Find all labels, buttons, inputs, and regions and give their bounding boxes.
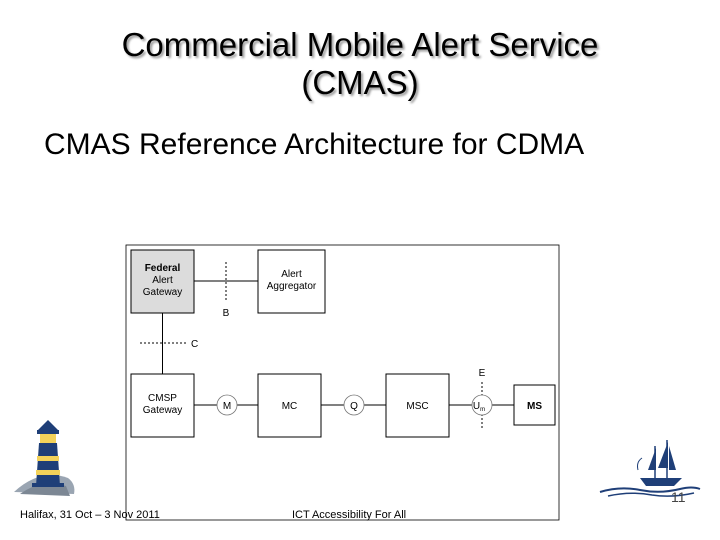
federal-alert-gateway-node: Federal Alert Gateway: [130, 249, 195, 314]
lighthouse-icon: [14, 420, 75, 496]
interface-um: Um: [471, 394, 493, 416]
interface-um-subscript: m: [480, 407, 485, 413]
slide-title: Commercial Mobile Alert Service (CMAS): [0, 26, 720, 102]
alert-aggregator-node: Alert Aggregator: [257, 249, 326, 314]
aggregator-label-2: Aggregator: [267, 281, 317, 292]
interface-b-label: B: [223, 308, 230, 319]
interface-m-label: M: [223, 401, 231, 412]
slide-subtitle: CMAS Reference Architecture for CDMA: [44, 128, 585, 161]
aggregator-label-1: Alert: [281, 269, 302, 280]
sailing-ship-icon: [599, 440, 701, 497]
msc-node: MSC: [385, 373, 450, 438]
cmsp-label-2: Gateway: [143, 405, 182, 416]
federal-gateway-label-1: Federal: [145, 263, 181, 274]
interface-um-label: U: [473, 401, 480, 412]
interface-c-label: C: [191, 339, 198, 350]
ms-label: MS: [527, 401, 542, 412]
federal-gateway-label-2: Alert: [152, 275, 173, 286]
diagram-frame: [125, 244, 560, 521]
svg-text:Um: Um: [473, 401, 485, 413]
page-number: 11: [671, 489, 686, 505]
federal-gateway-label-3: Gateway: [143, 287, 182, 298]
cmsp-gateway-node: CMSP Gateway: [130, 373, 195, 438]
footer-program-title: ICT Accessibility For All: [292, 509, 407, 521]
footer-event-date: Halifax, 31 Oct – 3 Nov 2011: [20, 509, 160, 521]
title-line-1: Commercial Mobile Alert Service: [121, 26, 599, 63]
interface-q-label: Q: [350, 401, 358, 412]
interface-q: Q: [343, 394, 365, 416]
msc-label: MSC: [406, 401, 428, 412]
title-line-2: (CMAS): [301, 64, 419, 101]
ms-node: MS: [513, 384, 556, 426]
mc-label: MC: [282, 401, 298, 412]
mc-node: MC: [257, 373, 322, 438]
interface-e-label: E: [479, 368, 486, 379]
cmsp-label-1: CMSP: [148, 393, 177, 404]
interface-m: M: [216, 394, 238, 416]
